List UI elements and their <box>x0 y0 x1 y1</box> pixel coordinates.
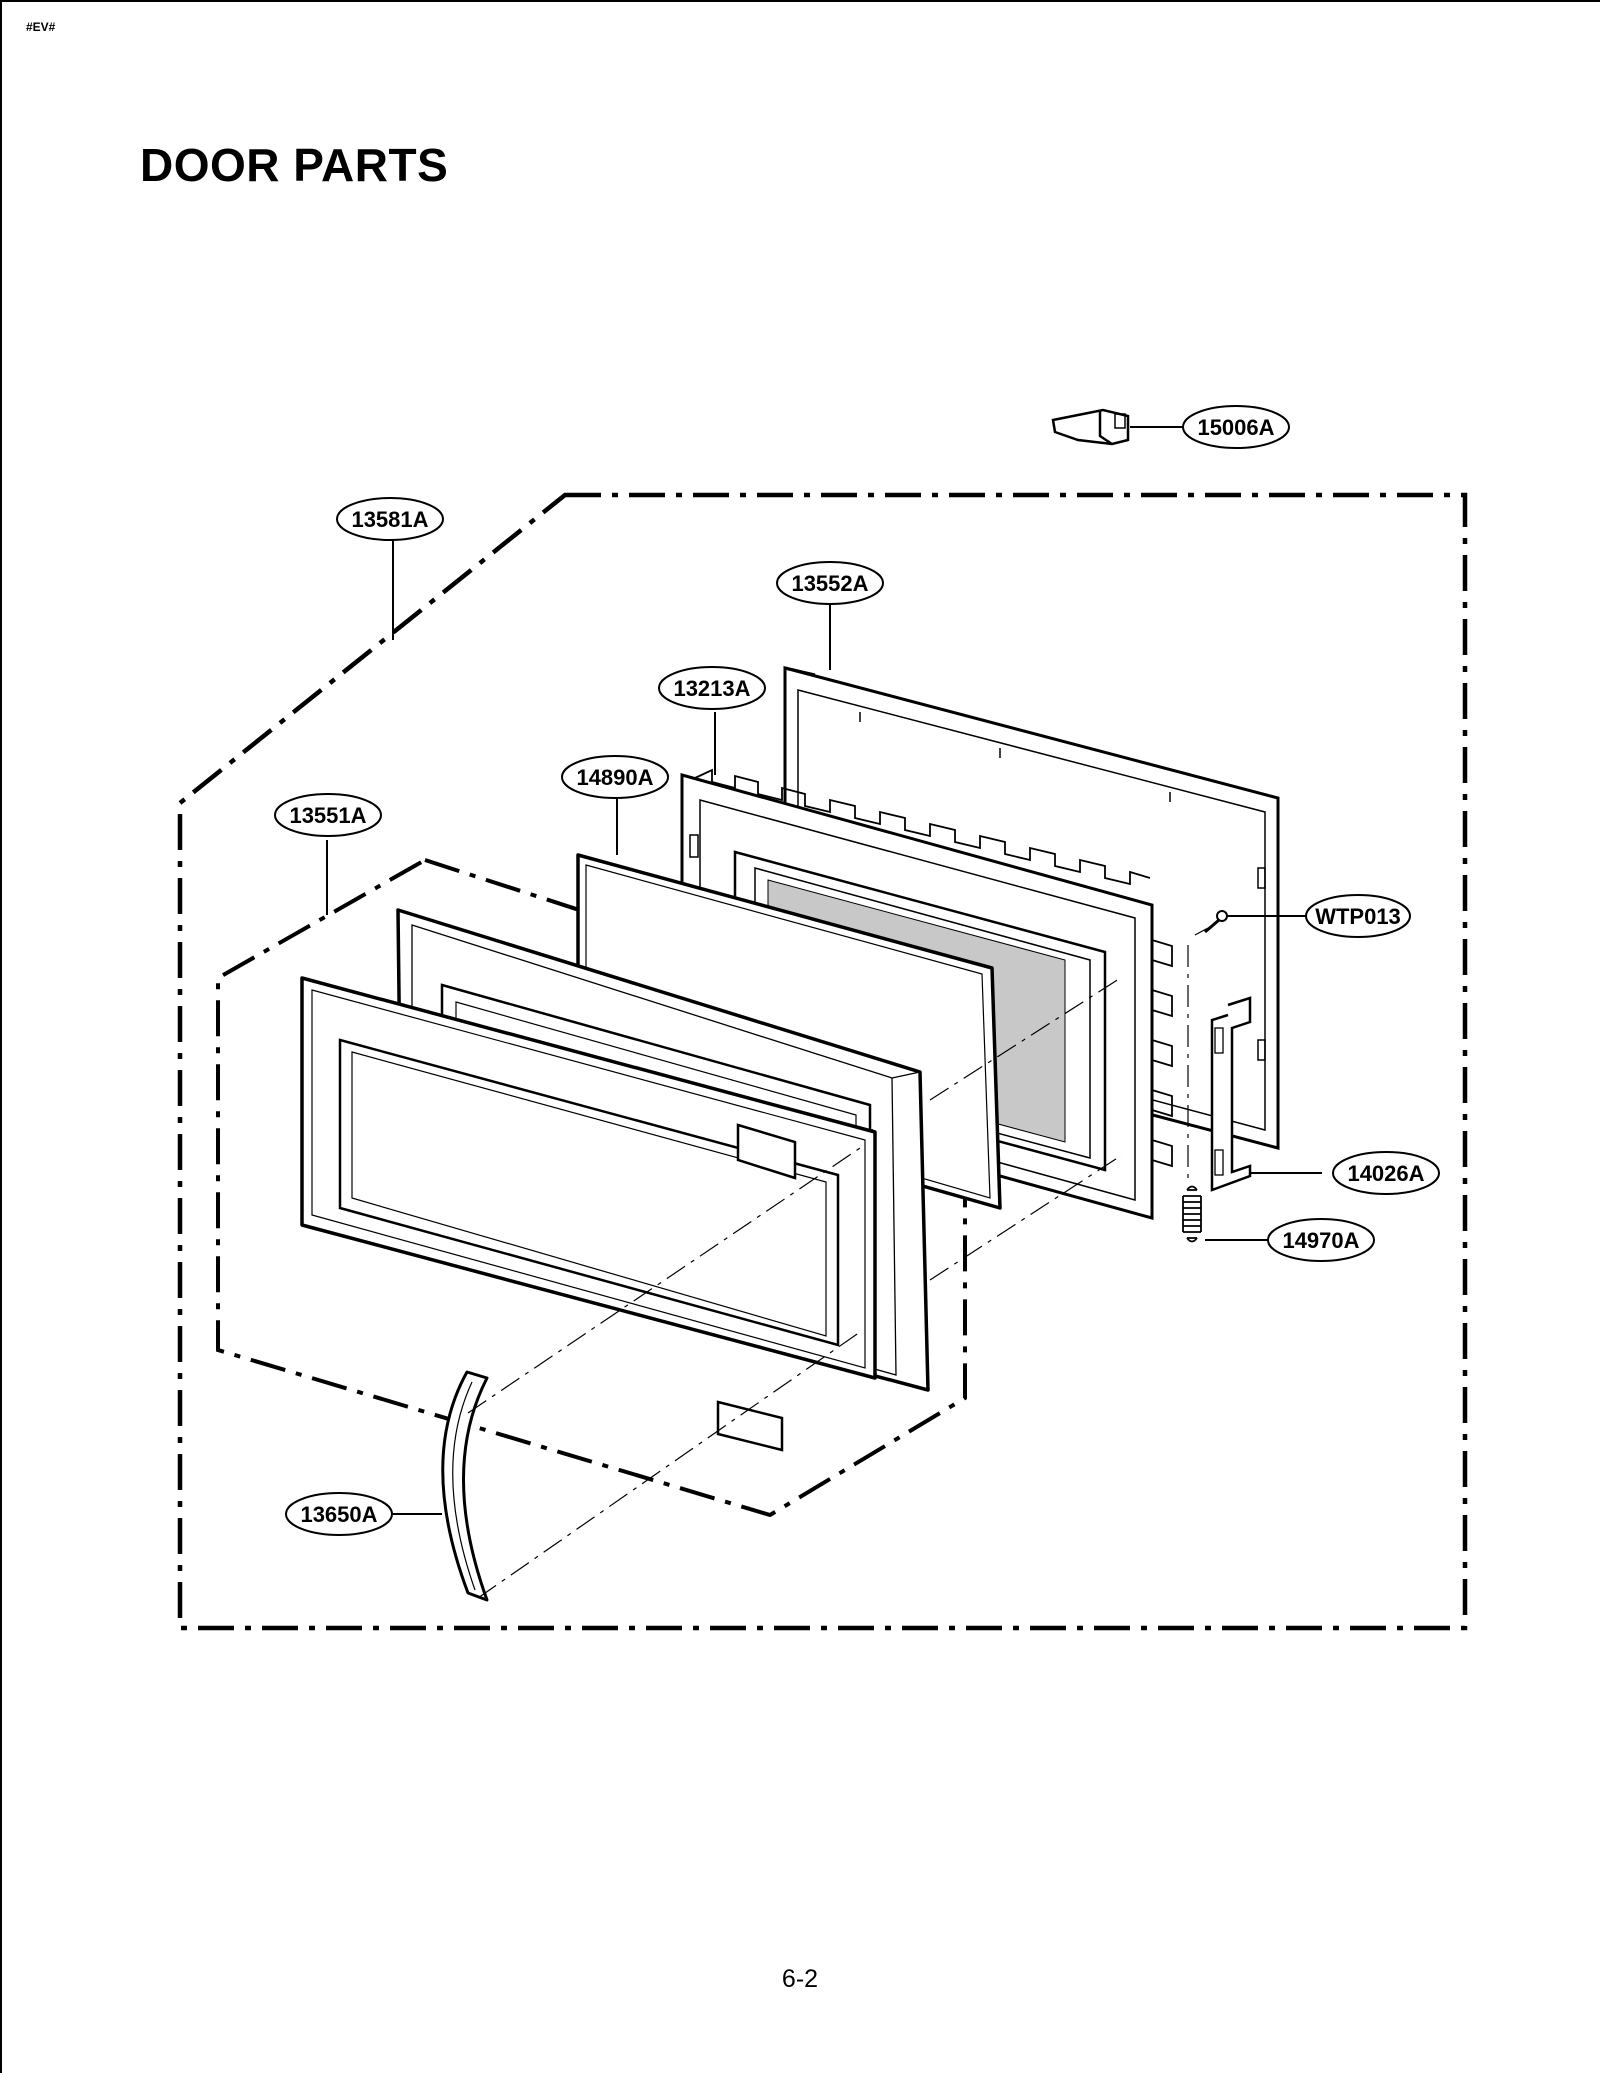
callout-label: 14970A <box>1282 1228 1359 1253</box>
callout-13581A: 13581A <box>336 497 444 541</box>
callout-14026A: 14026A <box>1332 1151 1440 1195</box>
callout-label: 13551A <box>289 803 366 828</box>
callout-label: 13552A <box>791 571 868 596</box>
assembly-boundary-13581A <box>177 492 1468 1631</box>
callout-WTP013: WTP013 <box>1305 894 1411 938</box>
callout-13650A: 13650A <box>285 1492 393 1536</box>
callouts: 15006A 13581A 13552A 13213A 14890A 13551… <box>274 405 1440 1536</box>
callout-13213A: 13213A <box>658 666 766 710</box>
callout-label: 13581A <box>351 507 428 532</box>
part-latch-spring <box>1182 1185 1202 1243</box>
document-code: #EV# <box>26 20 56 34</box>
callout-13551A: 13551A <box>274 793 382 837</box>
part-latch-lever <box>1051 408 1130 446</box>
page-title: DOOR PARTS <box>140 139 449 191</box>
part-screw <box>1204 910 1228 934</box>
part-door-handle <box>441 1370 489 1602</box>
callout-14970A: 14970A <box>1267 1218 1375 1262</box>
callout-label: 14026A <box>1347 1161 1424 1186</box>
callout-label: 13650A <box>300 1502 377 1527</box>
callout-label: 14890A <box>576 765 653 790</box>
part-front-bezel <box>300 976 877 1452</box>
callout-leaders <box>326 426 1322 1515</box>
callout-15006A: 15006A <box>1182 405 1290 449</box>
assembly-boundary-13551A <box>216 857 967 1518</box>
assembly-guide-lines <box>467 927 1209 1599</box>
callout-label: 13213A <box>673 676 750 701</box>
callout-14890A: 14890A <box>561 755 669 799</box>
callout-label: 15006A <box>1197 415 1274 440</box>
callout-13552A: 13552A <box>776 561 884 605</box>
callout-label: WTP013 <box>1315 904 1401 929</box>
part-latch-hook <box>1210 996 1252 1192</box>
page-number: 6-2 <box>781 1965 819 1993</box>
